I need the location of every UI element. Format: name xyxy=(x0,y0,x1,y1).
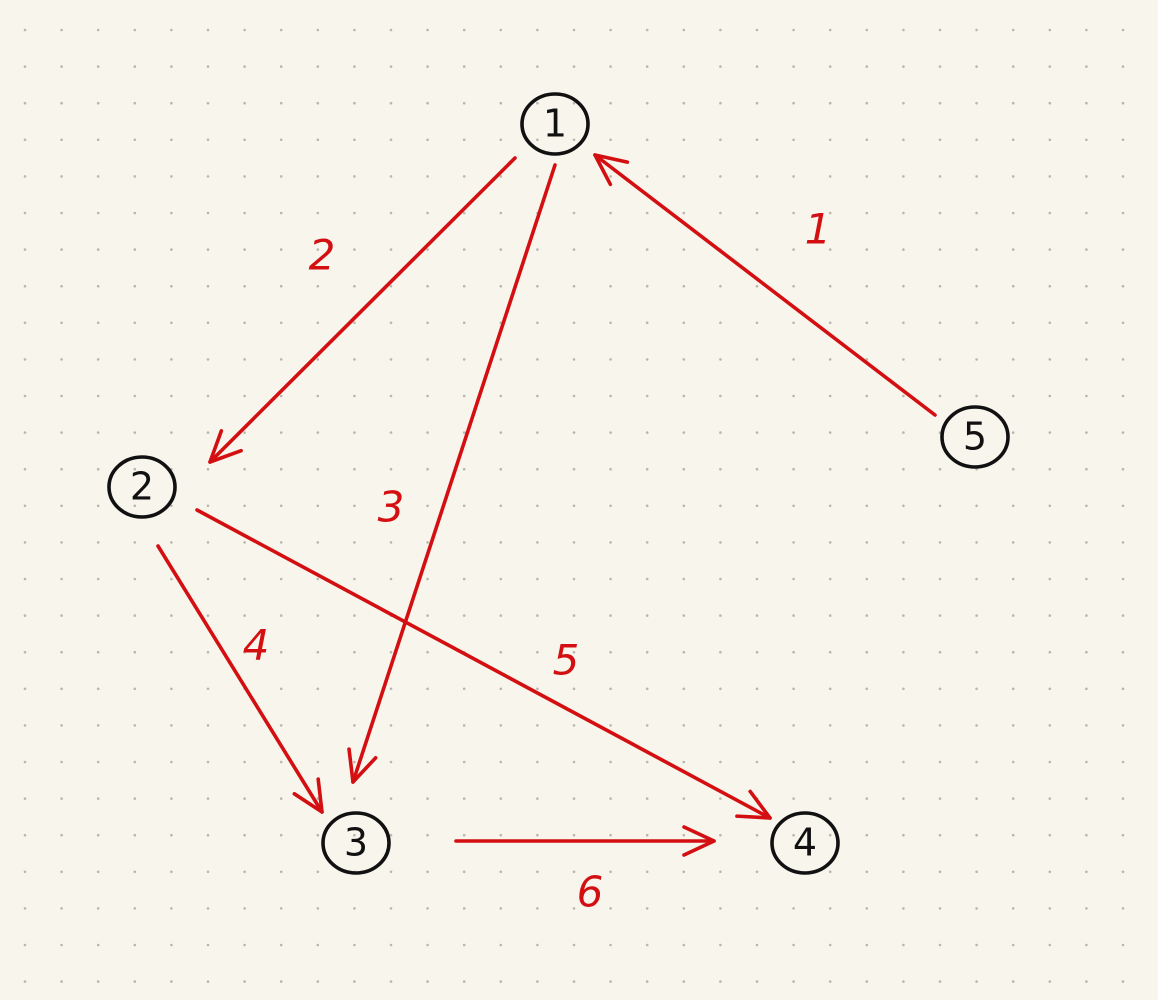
edge-1-to-2 xyxy=(208,156,517,464)
edge-weight-label: 4 xyxy=(243,621,270,670)
node-circle xyxy=(770,811,840,875)
edge-weight-label: 1 xyxy=(805,205,832,254)
node-label: 3 xyxy=(344,821,368,865)
edges-layer xyxy=(156,153,937,857)
arrowhead xyxy=(208,429,243,464)
arrowhead xyxy=(593,153,630,187)
arrowhead xyxy=(292,777,324,814)
edge-2-to-4 xyxy=(195,508,772,820)
edge-line xyxy=(208,156,517,464)
edge-line xyxy=(156,544,324,814)
edge-5-to-1 xyxy=(593,153,937,417)
dot-grid xyxy=(23,28,1125,983)
weights-layer: 2 3 1 4 5 6 xyxy=(243,205,832,917)
edge-weight-label: 6 xyxy=(577,868,604,917)
edge-3-to-4 xyxy=(454,825,716,857)
node-label: 5 xyxy=(963,415,987,459)
node-circle xyxy=(107,455,177,519)
edge-weight-label: 5 xyxy=(553,636,580,685)
node-label: 4 xyxy=(793,821,817,865)
arrowhead xyxy=(347,747,378,784)
edge-weight-label: 2 xyxy=(309,231,336,280)
node-label: 2 xyxy=(130,465,154,509)
node-label: 1 xyxy=(543,102,567,146)
node-circle xyxy=(520,92,590,156)
arrowhead xyxy=(682,825,716,857)
edge-line xyxy=(351,163,557,784)
arrowhead xyxy=(735,789,772,820)
edge-weight-label: 3 xyxy=(378,483,405,532)
edge-line xyxy=(195,508,772,820)
node-3: 3 xyxy=(321,811,391,875)
edge-1-to-3 xyxy=(347,163,557,784)
node-2: 2 xyxy=(107,455,177,519)
edge-line xyxy=(593,153,937,417)
node-circle xyxy=(321,811,391,875)
nodes-layer: 1 2 3 4 5 xyxy=(107,92,1010,875)
node-5: 5 xyxy=(940,405,1010,469)
edge-2-to-3 xyxy=(156,544,324,814)
node-1: 1 xyxy=(520,92,590,156)
node-4: 4 xyxy=(770,811,840,875)
node-circle xyxy=(940,405,1010,469)
